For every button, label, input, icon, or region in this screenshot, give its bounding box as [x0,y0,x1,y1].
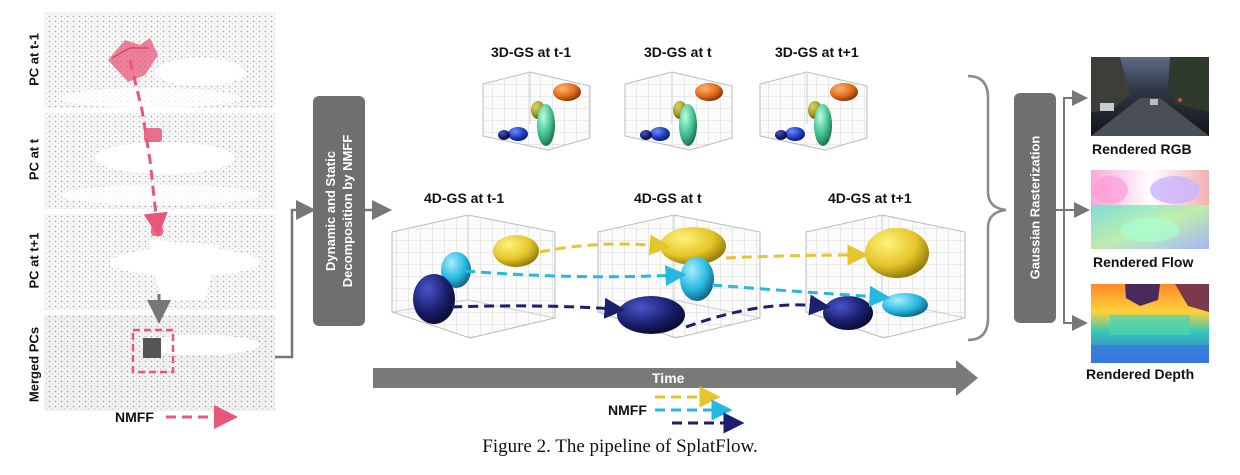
gs3d-cube-t-plus-1 [759,71,868,151]
rendered-flow-image [1091,170,1209,249]
gs3d-label-t-plus-1: 3D-GS at t+1 [775,44,859,60]
gs4d-cube-t-minus-1 [391,214,556,339]
nmff-trajectory-arrow [128,59,168,237]
navy-motion-arrow-2 [685,294,831,329]
pc-label-merged: Merged PCs [26,326,42,403]
gs4d-cube-t-plus-1 [805,214,966,339]
pc-panel-merged [44,315,275,411]
time-arrow [373,360,978,396]
pc-panel-t [44,113,275,209]
gs3d-cube-t [624,71,733,151]
gs4d-cube-t [597,214,761,339]
output-label-flow: Rendered Flow [1093,254,1194,270]
rasterization-title: Gaussian Rasterization [1027,135,1043,280]
pc-label-t: PC at t [26,138,42,181]
merge-bracket [967,74,1007,342]
gs3d-label-t-minus-1: 3D-GS at t-1 [491,44,572,60]
motion-legend-label: NMFF [608,402,647,418]
output-arrow-rgb [1056,90,1088,211]
decomposition-box [313,96,365,326]
time-label: Time [652,370,685,386]
output-label-depth: Rendered Depth [1086,366,1195,382]
decomposition-title-line1: Dynamic and Static [323,151,338,271]
yellow-motion-arrow-2 [725,244,869,266]
connector-to-decomposition [275,200,316,359]
figure-caption: Figure 2. The pipeline of SplatFlow. [482,436,758,457]
rendered-rgb-image [1091,57,1209,136]
rendered-depth-image [1091,284,1209,363]
nmff-legend-label: NMFF [115,409,154,425]
gs4d-label-t: 4D-GS at t [634,190,702,206]
rasterization-box [1014,93,1056,323]
pc-label-t-plus-1: PC at t+1 [26,232,42,289]
decomposition-title: Dynamic and Static Decomposition by NMFF [322,96,356,326]
gs3d-cube-t-minus-1 [482,71,591,151]
gs3d-label-t: 3D-GS at t [644,44,712,60]
gs4d-label-t-plus-1: 4D-GS at t+1 [828,190,912,206]
navy-motion-arrow-1 [451,297,626,319]
cyan-motion-arrow-2 [711,283,891,307]
pc-label-t-minus-1: PC at t-1 [26,33,42,86]
pc-panel-t-minus-1 [44,12,275,108]
output-arrow-depth [1063,210,1088,331]
gs4d-label-t-minus-1: 4D-GS at t-1 [424,190,505,206]
output-label-rgb: Rendered RGB [1092,141,1192,157]
decomposition-title-line2: Decomposition by NMFF [340,134,355,288]
